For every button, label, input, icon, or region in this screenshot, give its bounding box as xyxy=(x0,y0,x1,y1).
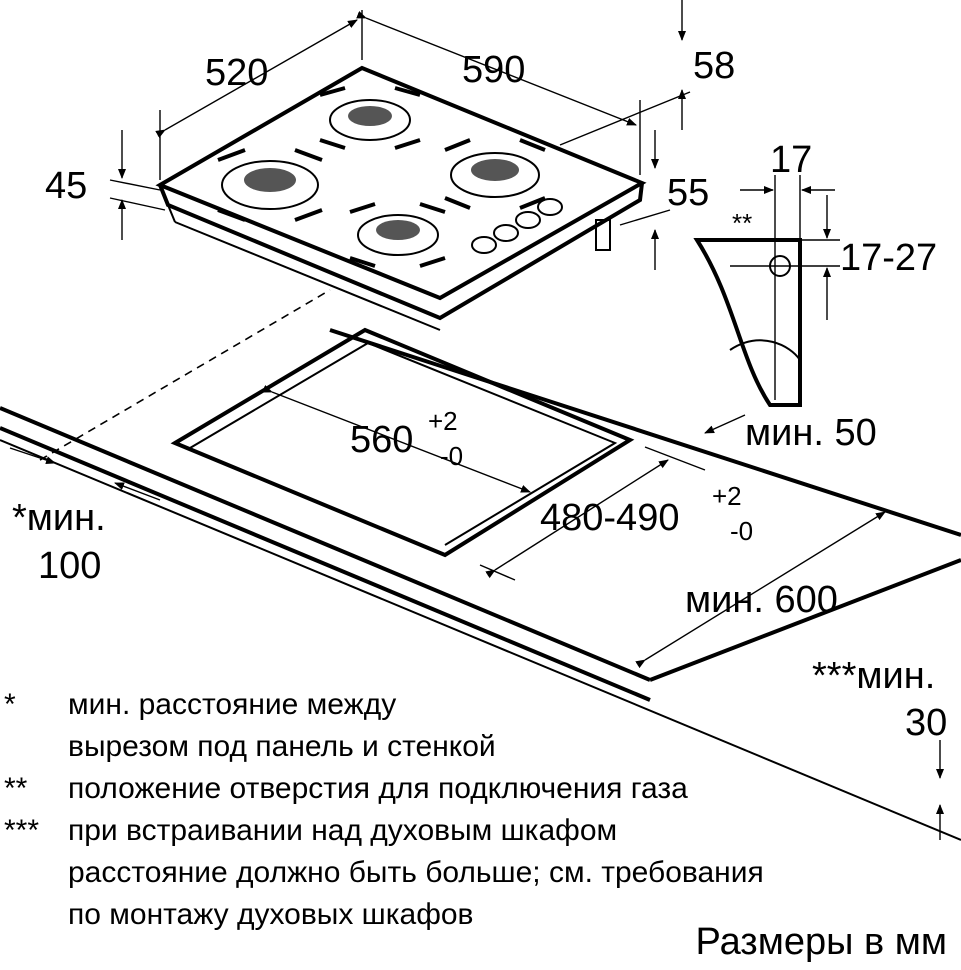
dim-min-30-value: 30 xyxy=(905,702,947,744)
footnote-3-text-2: расстояние должно быть больше; см. требо… xyxy=(68,856,764,889)
dim-min-100-mark: *мин. xyxy=(12,497,106,539)
hob-body xyxy=(155,65,647,331)
footnote-3-line-3: по монтажу духовых шкафов xyxy=(0,894,961,936)
dimension-lines xyxy=(9,0,944,840)
dim-58: 58 xyxy=(693,45,735,87)
footnote-2-text: положение отверстия для подключения газа xyxy=(68,772,688,805)
dim-520: 520 xyxy=(205,52,268,94)
footnote-2: ** положение отверстия для подключения г… xyxy=(0,768,961,810)
footnote-1-line-1: * мин. расстояние между xyxy=(0,684,961,726)
dim-cutout-depth-tol-plus: +2 xyxy=(712,481,742,511)
dim-17-27: 17-27 xyxy=(840,237,937,279)
burner-right xyxy=(444,138,546,210)
dim-min-100-value: 100 xyxy=(38,545,101,587)
footnote-1-line-2: вырезом под панель и стенкой xyxy=(0,726,961,768)
dim-min-30-mark: ***мин. xyxy=(812,655,935,697)
gas-marker: ** xyxy=(732,208,752,238)
dim-590: 590 xyxy=(462,49,525,91)
footnote-3-text: при встраивании над духовым шкафом xyxy=(68,814,618,847)
dim-17: 17 xyxy=(770,139,812,181)
cutout xyxy=(170,327,635,558)
dim-cutout-width-tol-plus: +2 xyxy=(428,406,458,436)
footnote-2-mark: ** xyxy=(4,772,28,805)
footnote-3-line-1: *** при встраивании над духовым шкафом xyxy=(0,810,961,852)
dim-cutout-depth-tol-minus: -0 xyxy=(730,516,753,546)
footnote-1-text-2: вырезом под панель и стенкой xyxy=(68,730,496,763)
dim-55: 55 xyxy=(667,172,709,214)
dim-min-50: мин. 50 xyxy=(745,412,877,454)
control-knobs xyxy=(471,198,563,254)
footnote-3-line-2: расстояние должно быть больше; см. требо… xyxy=(0,852,961,894)
footnote-3-text-3: по монтажу духовых шкафов xyxy=(68,898,474,931)
dim-cutout-width: 560 xyxy=(350,419,413,461)
footnote-1-text: мин. расстояние между xyxy=(68,688,397,721)
gas-connection-detail xyxy=(693,175,840,407)
dim-min-600: мин. 600 xyxy=(685,579,838,621)
footnote-3-mark: *** xyxy=(4,814,40,847)
burner-top xyxy=(319,86,421,150)
burner-front xyxy=(349,202,446,268)
gas-connector xyxy=(595,219,611,251)
dim-cutout-width-tol-minus: -0 xyxy=(440,441,463,471)
dim-cutout-depth: 480-490 xyxy=(540,497,679,539)
footnote-1-mark: * xyxy=(4,688,16,721)
units-label: Размеры в мм xyxy=(695,921,947,963)
burner-left xyxy=(217,148,323,222)
dim-45: 45 xyxy=(45,165,87,207)
